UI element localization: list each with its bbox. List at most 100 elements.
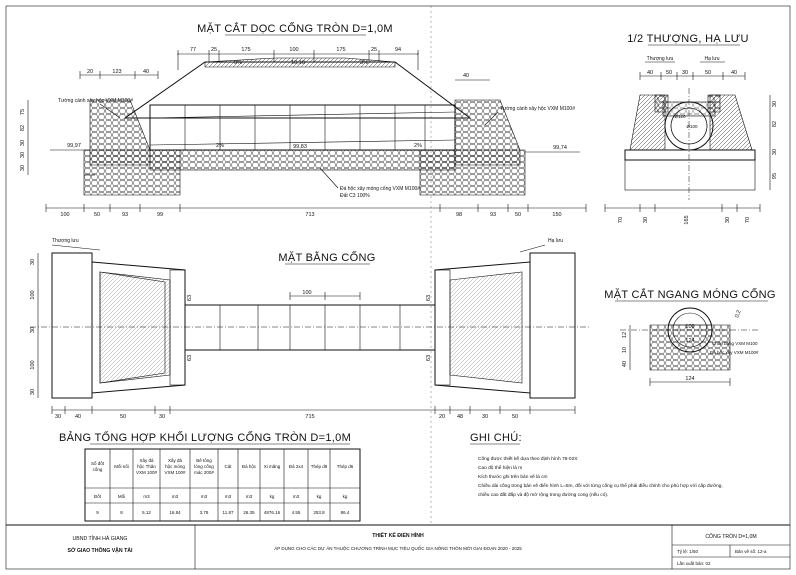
ls-bdim-1: 100 — [60, 212, 69, 218]
plan-down-label: Hạ lưu — [548, 238, 563, 244]
tb-issue: Lần xuất bản: 02 — [677, 561, 711, 566]
plan-bdim-9: 50 — [512, 414, 518, 420]
hv-top-dim-3: 30 — [682, 70, 688, 76]
table-header-cell: Đá hộc — [242, 464, 257, 469]
table-unit-cell: m3 — [172, 494, 179, 499]
tb-design-title: THIẾT KẾ ĐIỂN HÌNH — [372, 531, 424, 539]
ls-top-dim-5: 175 — [336, 47, 345, 53]
table-unit-cell: Mối — [118, 494, 125, 499]
cs-label-2: Đá hộc xây VXM M100# — [710, 350, 759, 355]
sheet-border — [5, 5, 791, 570]
table-value-cell: 3.78 — [200, 510, 209, 515]
ls-vdim-3: 30 — [20, 140, 26, 146]
note-1: Cống được thiết kế dựa theo định hình 78… — [478, 456, 578, 462]
plan-bdim-7: 48 — [457, 414, 463, 420]
plan-bdim-1: 30 — [55, 414, 61, 420]
ls-elev-right: 99,74 — [553, 145, 567, 151]
plan-bdim-6: 20 — [439, 414, 445, 420]
ls-left-dim-1: 20 — [87, 69, 93, 75]
hv-bdim-2: 30 — [643, 217, 649, 223]
table-header-cell: Thép d6 — [337, 464, 354, 469]
table-unit-cell: kg — [343, 494, 348, 499]
ls-wall-right-label: Tường cánh xây hộc VXM M100# — [500, 106, 575, 112]
table-header-cell: Xi măng — [264, 464, 281, 469]
ls-top-dim-2: 25 — [211, 47, 217, 53]
table-unit-cell: m3 — [201, 494, 208, 499]
table-value-cell: 8 — [120, 510, 123, 515]
hv-rdim-2: 82 — [772, 121, 778, 127]
ls-slope-left: 0% — [234, 60, 242, 66]
plan-in-right-1: 63 — [426, 295, 432, 301]
ls-top-dim-3: 175 — [241, 47, 250, 53]
table-unit-cell: kg — [270, 494, 275, 499]
tb-org-2: SỞ GIAO THÔNG VẬN TẢI — [68, 546, 134, 554]
plan-vdim-1: 30 — [30, 259, 36, 265]
summary-table-title: BẢNG TỔNG HỢP KHỐI LƯỢNG CỐNG TRÒN D=1,0… — [59, 430, 351, 444]
summary-table: BẢNG TỔNG HỢP KHỐI LƯỢNG CỐNG TRÒN D=1,0… — [59, 430, 361, 522]
plan-in-left-2: 63 — [187, 355, 193, 361]
cross-section: MẶT CẮT NGANG MÓNG CỐNG 100 124 0,2 Chân… — [604, 287, 775, 386]
notes-title: GHI CHÚ: — [470, 431, 522, 444]
ls-base-label: Đất C3 100% — [340, 193, 370, 199]
half-view: 1/2 THƯỢNG, HẠ LƯU Thượng lưu Hạ lưu 40 … — [604, 33, 778, 225]
ls-slope-bot-right: 2% — [414, 143, 422, 149]
hv-top-dim-5: 40 — [731, 70, 737, 76]
hv-bdim-3: 165 — [684, 215, 690, 224]
tb-scale: Tỷ lệ: 1/50 — [677, 548, 699, 554]
ls-top-dim-1: 77 — [190, 47, 196, 53]
table-value-cell: 86.4 — [341, 510, 350, 515]
ls-bdim-4: 99 — [157, 212, 163, 218]
long-section: MẶT CẮT DỌC CỐNG TRÒN D=1,0M 77 25 175 1… — [20, 21, 587, 218]
table-header-cell: Cát — [224, 464, 232, 469]
ls-right-dim: 40 — [463, 73, 469, 79]
ls-slope-bot-left: 2% — [216, 143, 224, 149]
cs-vdim-1: 12 — [622, 332, 628, 338]
ls-top-dim-4: 100 — [289, 47, 298, 53]
cs-vdim-2: 10 — [622, 347, 628, 353]
ls-slope-mid: 10,10 — [291, 60, 305, 66]
table-value-cell: 16.84 — [169, 510, 181, 515]
ls-slope-right: 3% — [360, 60, 368, 66]
tb-org-1: UBND TỈNH HÀ GIANG — [73, 535, 128, 542]
hv-rdim-3: 30 — [772, 149, 778, 155]
hv-up-label: Thượng lưu — [647, 56, 674, 62]
plan-vdim-4: 100 — [30, 360, 36, 369]
note-2: Cao độ thể hiện là m — [478, 464, 522, 471]
cs-label-1: Chân bằng VXM M100 — [712, 340, 758, 346]
ls-bdim-6: 98 — [456, 212, 462, 218]
table-value-cell: 9 — [96, 510, 99, 515]
hv-bdim-4: 30 — [725, 217, 731, 223]
ls-vdim-2: 82 — [20, 125, 26, 131]
table-value-cell: 26.35 — [243, 510, 255, 515]
plan-vdim-5: 30 — [30, 389, 36, 395]
table-header-cell: Mối nối — [114, 464, 129, 469]
plan-bdim-5: 715 — [305, 414, 314, 420]
tb-program: ÁP DỤNG CHO CÁC DỰ ÁN THUỘC CHƯƠNG TRÌNH… — [274, 544, 522, 551]
plan-bdim-8: 30 — [482, 414, 488, 420]
plan-in-left-1: 63 — [187, 295, 193, 301]
ls-bdim-3: 93 — [122, 212, 128, 218]
hv-top-dim-2: 50 — [666, 70, 672, 76]
hv-bdim-1: 70 — [618, 217, 624, 223]
table-unit-cell: m3 — [246, 494, 253, 499]
hv-rdim-4: 95 — [772, 173, 778, 179]
table-unit-cell: m3 — [225, 494, 232, 499]
hv-d1: Ø120 — [674, 114, 686, 119]
cs-bdim: 124 — [685, 376, 694, 382]
table-value-cell: 4.55 — [292, 510, 301, 515]
table-header-cell: Đá 2x4 — [289, 464, 304, 469]
half-view-title: 1/2 THƯỢNG, HẠ LƯU — [627, 33, 748, 45]
table-value-cell: 11.87 — [223, 510, 234, 515]
ls-foundation-label: Đá hộc xây móng cống VXM M100# — [340, 186, 420, 192]
hv-rdim-1: 30 — [772, 101, 778, 107]
hv-bdim-5: 70 — [745, 217, 751, 223]
plan-bdim-4: 30 — [159, 414, 165, 420]
ls-bdim-5: 713 — [305, 212, 314, 218]
ls-vdim-5: 30 — [20, 165, 26, 171]
hv-down-label: Hạ lưu — [704, 56, 719, 62]
plan-vdim-3: 30 — [30, 327, 36, 333]
